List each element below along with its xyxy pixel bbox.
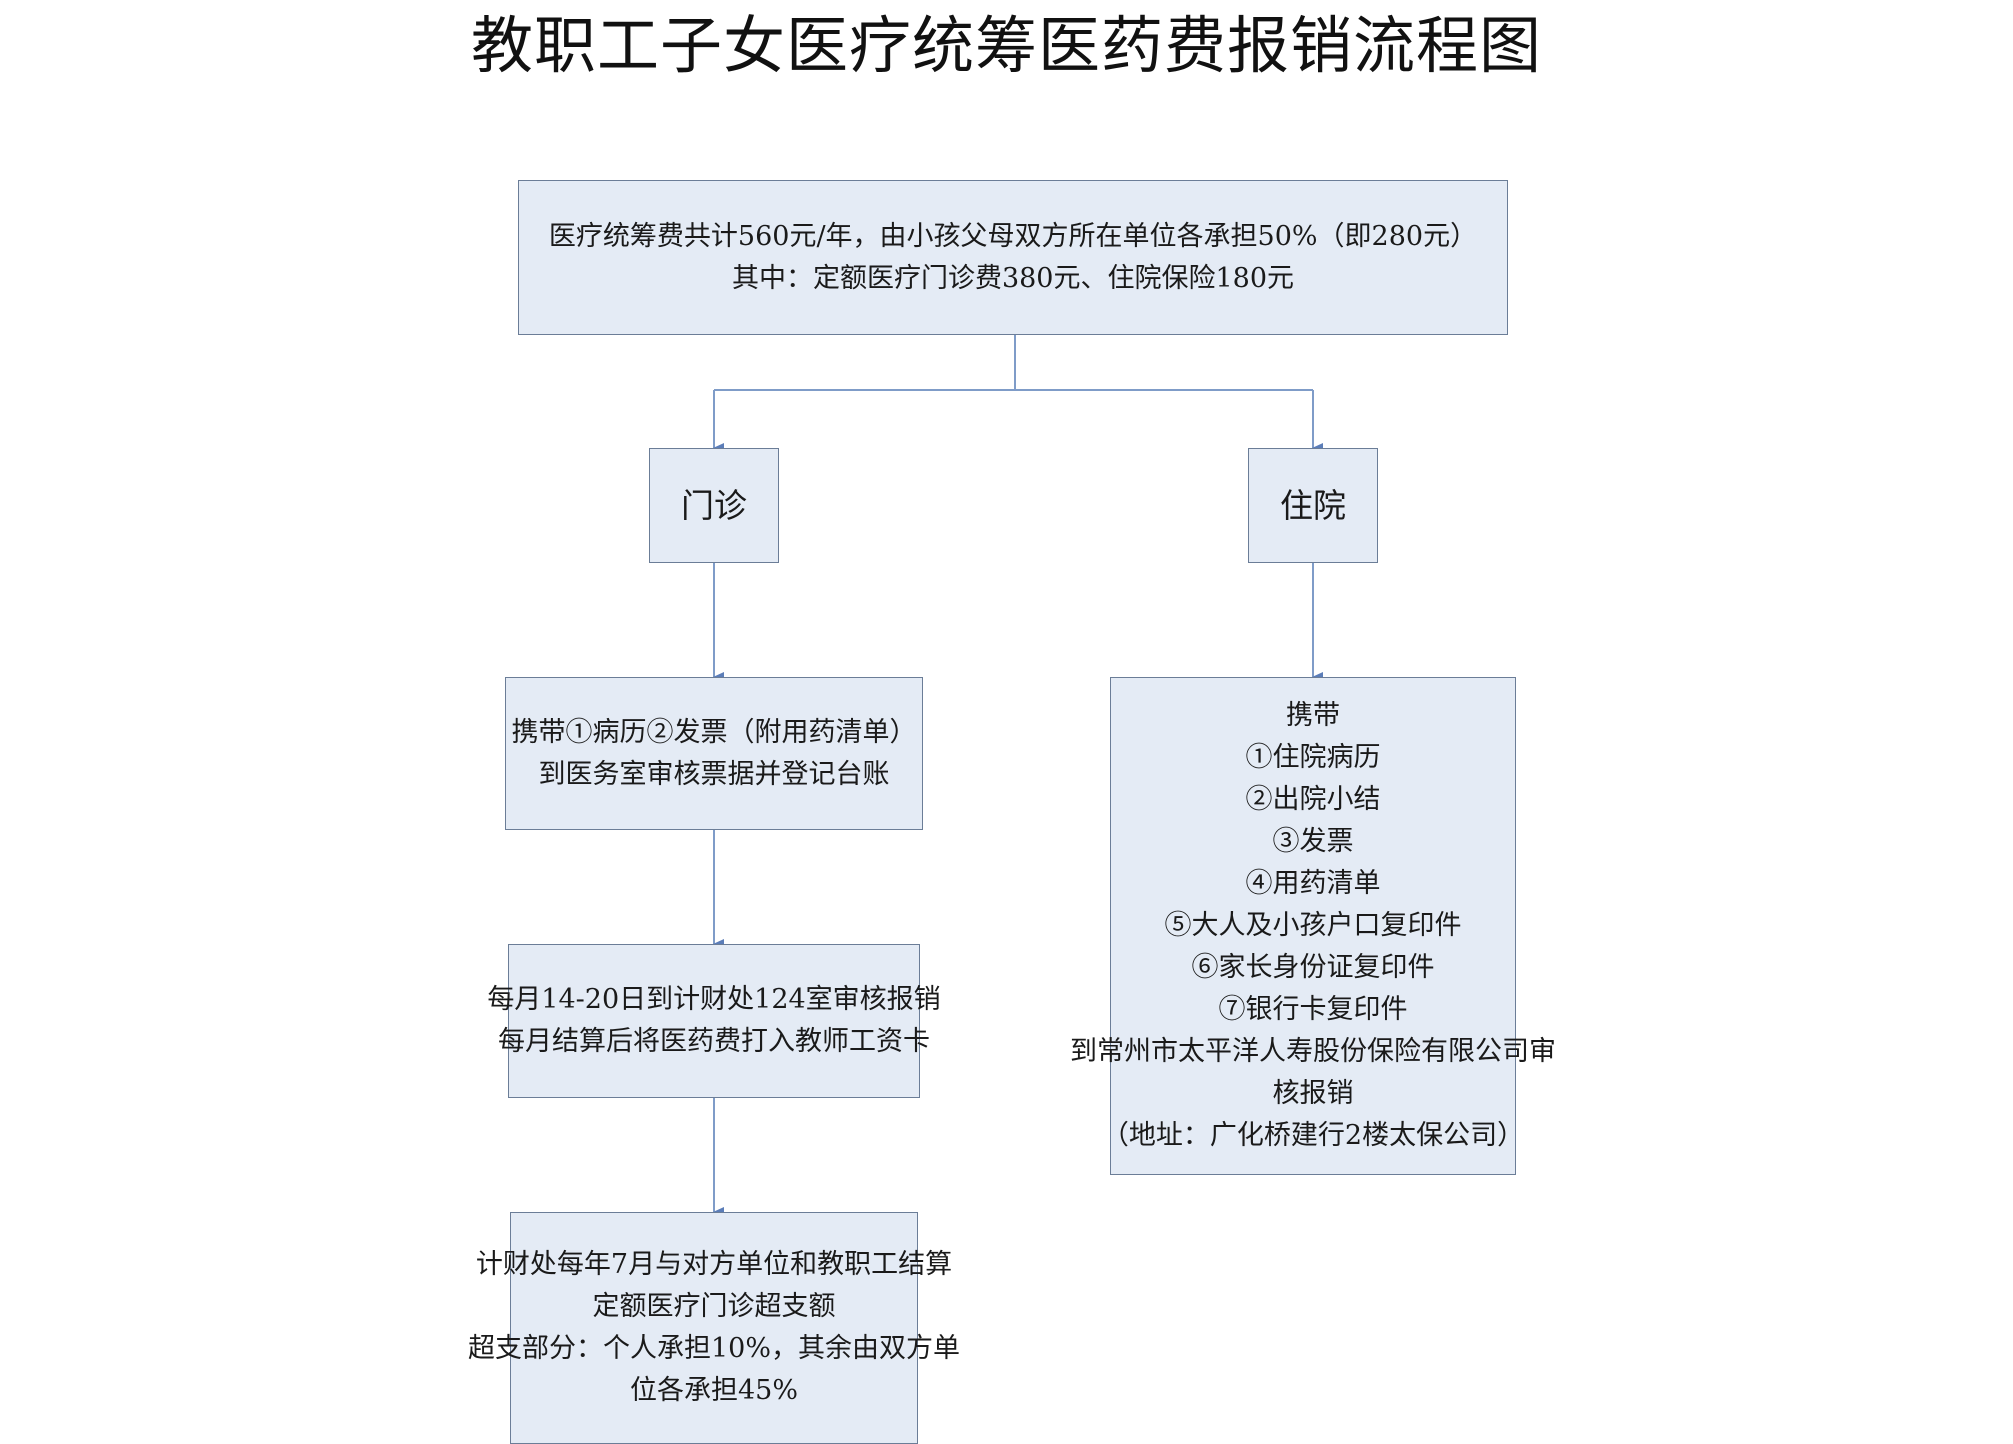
funding-summary-box: 医疗统筹费共计560元/年，由小孩父母双方所在单位各承担50%（即280元） 其… [518,180,1508,335]
outpatient-node: 门诊 [649,448,779,563]
inpatient-step1-line: ②出院小结 [1245,784,1381,815]
inpatient-step1-line: 核报销 [1272,1078,1354,1109]
inpatient-step1-line: ⑦银行卡复印件 [1218,994,1408,1025]
outpatient-step3-line: 计财处每年7月与对方单位和教职工结算 [475,1249,953,1280]
inpatient-step1-line: ④用药清单 [1245,868,1381,899]
inpatient-step1-box: 携带 ①住院病历 ②出院小结 ③发票 ④用药清单 ⑤大人及小孩户口复印件 ⑥家长… [1070,677,1556,1175]
inpatient-step1-line: 携带 [1286,700,1340,731]
outpatient-step2-line: 每月结算后将医药费打入教师工资卡 [498,1026,930,1057]
outpatient-step2-line: 每月14-20日到计财处124室审核报销 [487,984,941,1015]
inpatient-step1-line: ①住院病历 [1245,742,1381,773]
page-title: 教职工子女医疗统筹医药费报销流程图 [470,9,1542,82]
inpatient-step1-line: （地址：广化桥建行2楼太保公司） [1101,1120,1525,1151]
inpatient-step1-line: 到常州市太平洋人寿股份保险有限公司审 [1070,1036,1556,1067]
outpatient-step3-box: 计财处每年7月与对方单位和教职工结算 定额医疗门诊超支额 超支部分：个人承担10… [468,1212,960,1444]
inpatient-step1-line: ⑤大人及小孩户口复印件 [1164,910,1462,941]
outpatient-step3-line: 定额医疗门诊超支额 [592,1291,836,1322]
outpatient-label: 门诊 [681,485,747,525]
outpatient-step1-line: 到医务室审核票据并登记台账 [538,758,890,790]
outpatient-step3-line: 超支部分：个人承担10%，其余由双方单 [468,1333,961,1364]
outpatient-step3-line: 位各承担45% [629,1375,798,1406]
funding-summary-line: 医疗统筹费共计560元/年，由小孩父母双方所在单位各承担50%（即280元） [548,220,1478,252]
outpatient-step1-line: 携带①病历②发票（附用药清单） [511,716,917,748]
inpatient-label: 住院 [1280,485,1346,525]
split-connector [714,335,1313,391]
outpatient-step2-box: 每月14-20日到计财处124室审核报销 每月结算后将医药费打入教师工资卡 [487,944,941,1098]
inpatient-step1-line: ③发票 [1272,826,1354,857]
funding-summary-line: 其中：定额医疗门诊费380元、住院保险180元 [731,262,1295,294]
inpatient-node: 住院 [1248,448,1378,563]
inpatient-step1-line: ⑥家长身份证复印件 [1191,952,1435,983]
outpatient-step1-box: 携带①病历②发票（附用药清单） 到医务室审核票据并登记台账 [505,677,923,830]
